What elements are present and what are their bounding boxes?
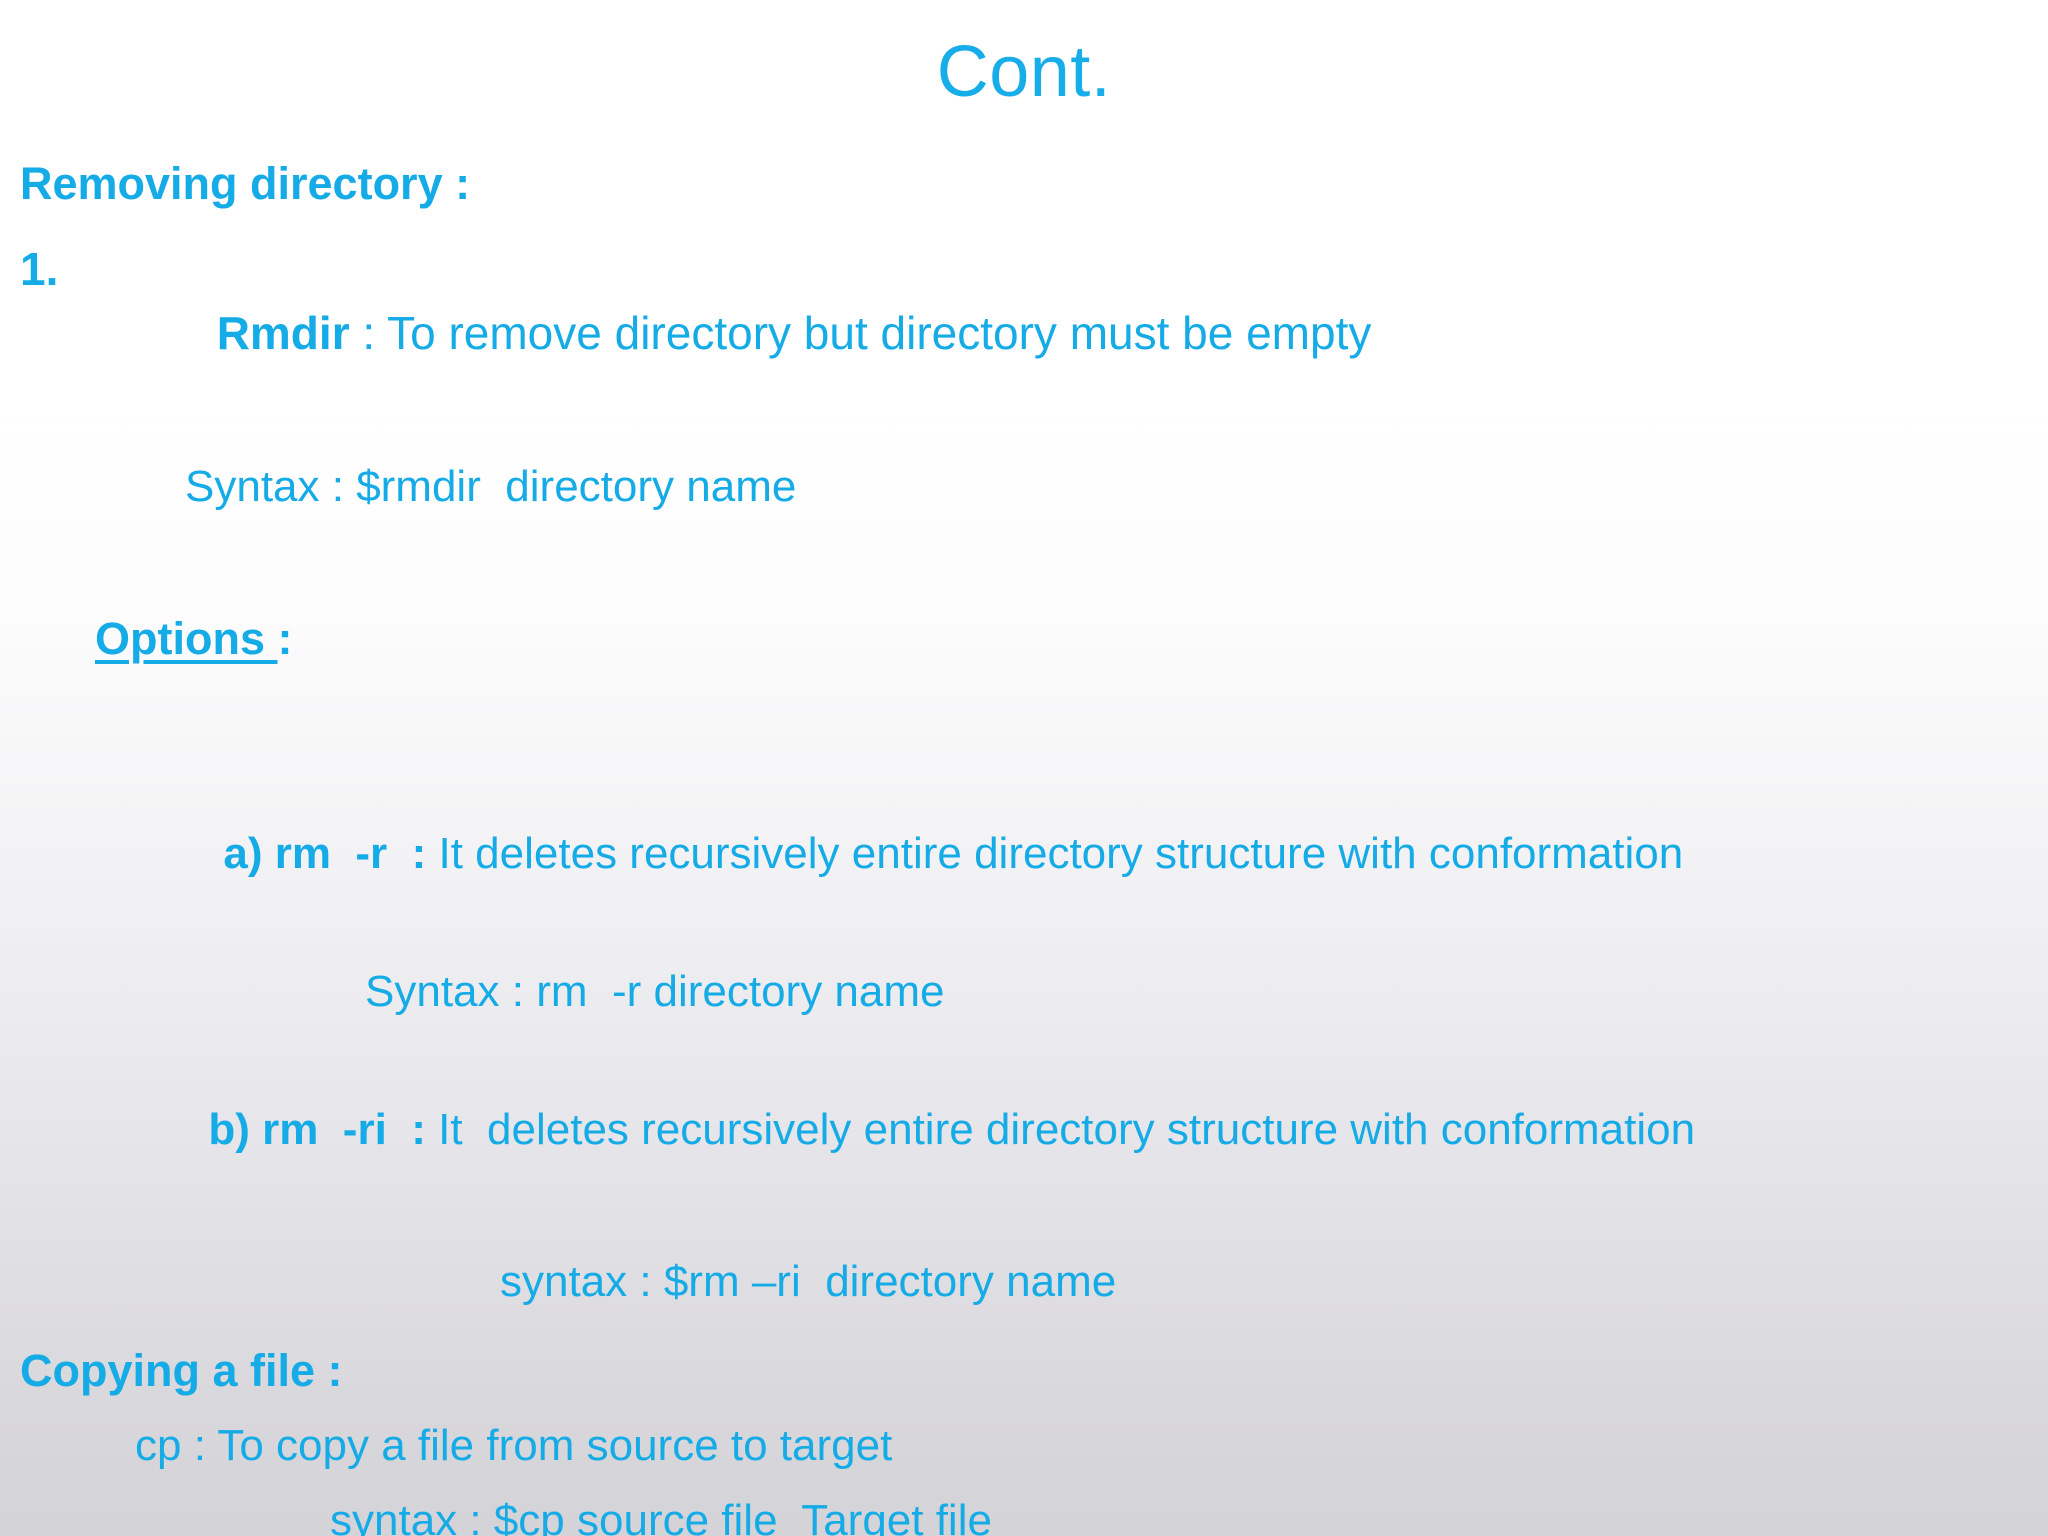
list-item-term: Rmdir <box>216 307 350 359</box>
heading-options-colon: : <box>277 613 293 664</box>
syntax-rm-ri: syntax : $rm –ri directory name <box>500 1257 1117 1306</box>
option-a-description: It deletes recursively entire directory … <box>426 829 1684 878</box>
list-item-rmdir: 1. Rmdir : To remove directory but direct… <box>0 237 2048 429</box>
list-item-number: 1. <box>20 243 59 295</box>
option-a-label: a) rm -r : <box>223 829 427 878</box>
option-a: a) rm -r : It deletes recursively entire… <box>0 759 2048 948</box>
option-b-description: It deletes recursively entire directory … <box>425 1105 1696 1154</box>
option-b: b) rm -ri : It deletes recursively entir… <box>0 1035 2048 1224</box>
syntax-rm-r: Syntax : rm -r directory name <box>365 967 945 1016</box>
heading-options-label: Options <box>95 613 278 664</box>
heading-copying-a-file: Copying a file : <box>20 1345 343 1396</box>
page-title: Cont. <box>936 32 1112 112</box>
syntax-cp: syntax : $cp source file Target file <box>330 1496 992 1536</box>
cp-description: cp : To copy a file from source to targe… <box>135 1421 893 1470</box>
list-item-description: : To remove directory but directory must… <box>349 307 1372 359</box>
slide-body: Removing directory : 1. Rmdir : To remove… <box>0 152 2048 1536</box>
heading-options: Options : <box>0 544 2048 733</box>
option-b-label: b) rm -ri : <box>208 1105 426 1154</box>
syntax-rmdir: Syntax : $rmdir directory name <box>185 462 797 511</box>
heading-removing-directory: Removing directory : <box>20 158 471 209</box>
